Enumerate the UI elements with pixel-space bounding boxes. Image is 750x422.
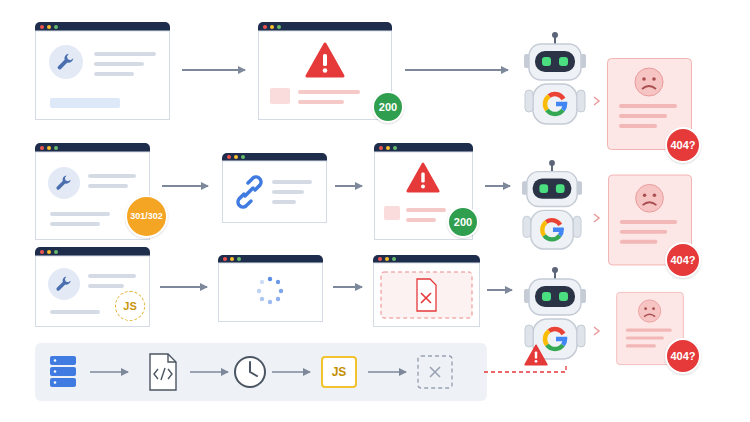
browser-window (373, 255, 480, 327)
error-badge: 404? (665, 242, 701, 278)
link-icon (238, 177, 261, 207)
error-badge: 404? (665, 127, 701, 163)
script-badge: JS (115, 291, 145, 321)
redirect-badge: 301/302 (125, 195, 168, 238)
status-badge: 200 (447, 206, 479, 238)
badge-text: JS (123, 301, 136, 312)
loading-spinner (257, 277, 283, 304)
browser-window (35, 247, 150, 327)
browser-window (374, 143, 473, 240)
browser-window (222, 153, 327, 223)
badge-text: 404? (670, 351, 695, 362)
html-file-icon (150, 354, 176, 390)
badge-text: 200 (454, 217, 472, 228)
render-timeline (35, 343, 487, 401)
googlebot (524, 267, 586, 359)
badge-text: 301/302 (130, 212, 163, 221)
warning-icon (525, 345, 547, 364)
error-badge: 404? (665, 338, 701, 374)
clock-icon (235, 357, 265, 387)
script-box: JS (321, 356, 357, 388)
browser-window (35, 22, 170, 120)
failure-path (484, 366, 566, 372)
status-badge: 200 (372, 91, 404, 123)
empty-result-icon (418, 356, 452, 388)
server-icon (50, 356, 76, 387)
googlebot (524, 32, 586, 124)
browser-window (218, 255, 323, 322)
badge-text: JS (332, 366, 347, 378)
badge-text: 404? (670, 140, 695, 151)
badge-text: 200 (379, 102, 397, 113)
googlebot (522, 160, 582, 249)
badge-text: 404? (670, 255, 695, 266)
